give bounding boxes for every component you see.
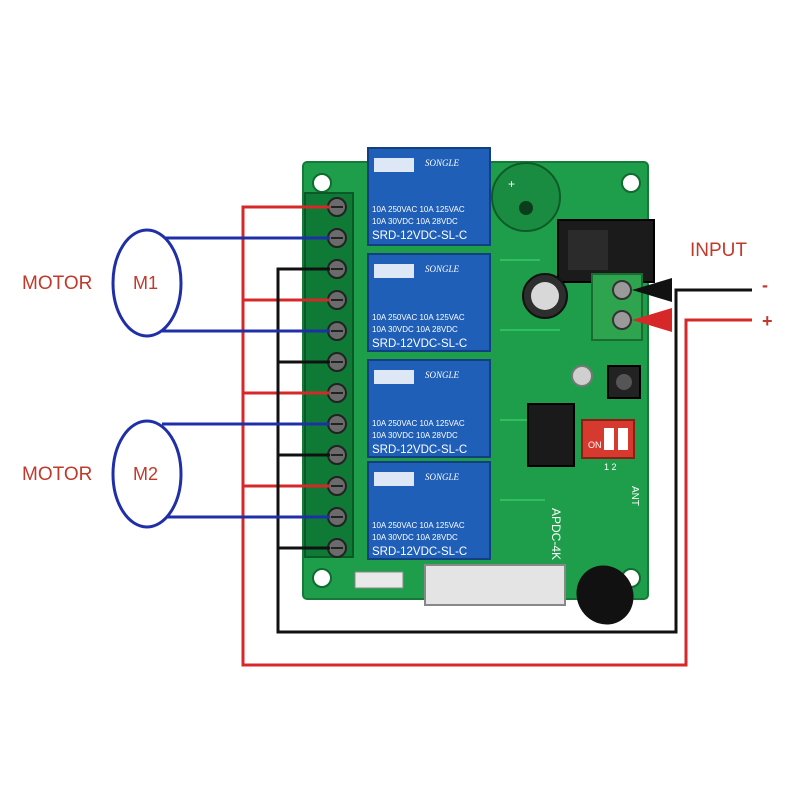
relay-model: SRD-12VDC-SL-C bbox=[372, 338, 467, 350]
motor-1-caption: MOTOR bbox=[22, 273, 92, 294]
blue-wires bbox=[162, 236, 330, 519]
minus-arrow bbox=[632, 278, 672, 302]
relay-model: SRD-12VDC-SL-C bbox=[372, 546, 467, 558]
board-model-label: APDC-4K bbox=[549, 508, 563, 560]
antenna-label: ANT bbox=[629, 486, 640, 506]
buzzer: + bbox=[491, 162, 561, 232]
antenna-coil bbox=[576, 565, 634, 625]
capacitor bbox=[522, 273, 568, 319]
terminal-screw bbox=[327, 228, 347, 248]
relay-4: SONGLE 10A 250VAC 10A 125VAC 10A 30VDC 1… bbox=[367, 461, 491, 560]
minus-sign: - bbox=[762, 275, 768, 295]
relay-rating-2: 10A 30VDC 10A 28VDC bbox=[372, 217, 458, 226]
motor-m2-symbol bbox=[111, 419, 183, 529]
ic-chip bbox=[527, 403, 575, 467]
terminal-screw bbox=[327, 445, 347, 465]
terminal-screw bbox=[327, 259, 347, 279]
terminal-block bbox=[304, 192, 354, 558]
black-wires bbox=[276, 267, 752, 634]
terminal-screw bbox=[327, 538, 347, 558]
motor-2-caption: MOTOR bbox=[22, 464, 92, 485]
terminal-screw bbox=[327, 352, 347, 372]
terminal-screw bbox=[327, 197, 347, 217]
motor-m2-label: M2 bbox=[133, 464, 158, 484]
relay-rating-1: 10A 250VAC 10A 125VAC bbox=[372, 205, 465, 214]
terminal-screw bbox=[327, 290, 347, 310]
terminal-screw bbox=[327, 476, 347, 496]
plus-arrow bbox=[632, 308, 672, 332]
dip-switch: ON 1 2 bbox=[581, 419, 635, 472]
plus-mark: + bbox=[508, 177, 515, 191]
terminal-screw bbox=[327, 383, 347, 403]
relay-brand: SONGLE bbox=[425, 264, 460, 274]
relay-model: SRD-12VDC-SL-C bbox=[372, 230, 467, 242]
plus-sign: + bbox=[762, 311, 773, 331]
motor-m1-label: M1 bbox=[133, 273, 158, 293]
push-button bbox=[607, 365, 641, 399]
relay-rating-2: 10A 30VDC 10A 28VDC bbox=[372, 325, 458, 334]
led bbox=[571, 365, 593, 387]
relay-rating-1: 10A 250VAC 10A 125VAC bbox=[372, 521, 465, 530]
input-label: INPUT bbox=[690, 240, 747, 261]
red-wires bbox=[241, 205, 752, 667]
relay-1: SONGLE 10A 250VAC 10A 125VAC 10A 30VDC 1… bbox=[367, 147, 491, 246]
terminal-screw bbox=[327, 321, 347, 341]
relay-rating-1: 10A 250VAC 10A 125VAC bbox=[372, 419, 465, 428]
relay-rating-2: 10A 30VDC 10A 28VDC bbox=[372, 533, 458, 542]
dc-jack bbox=[557, 219, 655, 283]
relay-brand: SONGLE bbox=[425, 158, 460, 168]
relay-2: SONGLE 10A 250VAC 10A 125VAC 10A 30VDC 1… bbox=[367, 253, 491, 352]
motor-m1-symbol bbox=[111, 228, 183, 338]
receiver-module bbox=[354, 564, 566, 606]
terminal-screw bbox=[327, 507, 347, 527]
relay-3: SONGLE 10A 250VAC 10A 125VAC 10A 30VDC 1… bbox=[367, 359, 491, 458]
dip-digits: 1 2 bbox=[604, 462, 617, 472]
input-terminal bbox=[591, 273, 643, 341]
relay-rating-2: 10A 30VDC 10A 28VDC bbox=[372, 431, 458, 440]
relay-brand: SONGLE bbox=[425, 472, 460, 482]
relay-rating-1: 10A 250VAC 10A 125VAC bbox=[372, 313, 465, 322]
terminal-screw bbox=[327, 414, 347, 434]
relay-model: SRD-12VDC-SL-C bbox=[372, 444, 467, 456]
relay-brand: SONGLE bbox=[425, 370, 460, 380]
dip-on-label: ON bbox=[588, 440, 602, 450]
